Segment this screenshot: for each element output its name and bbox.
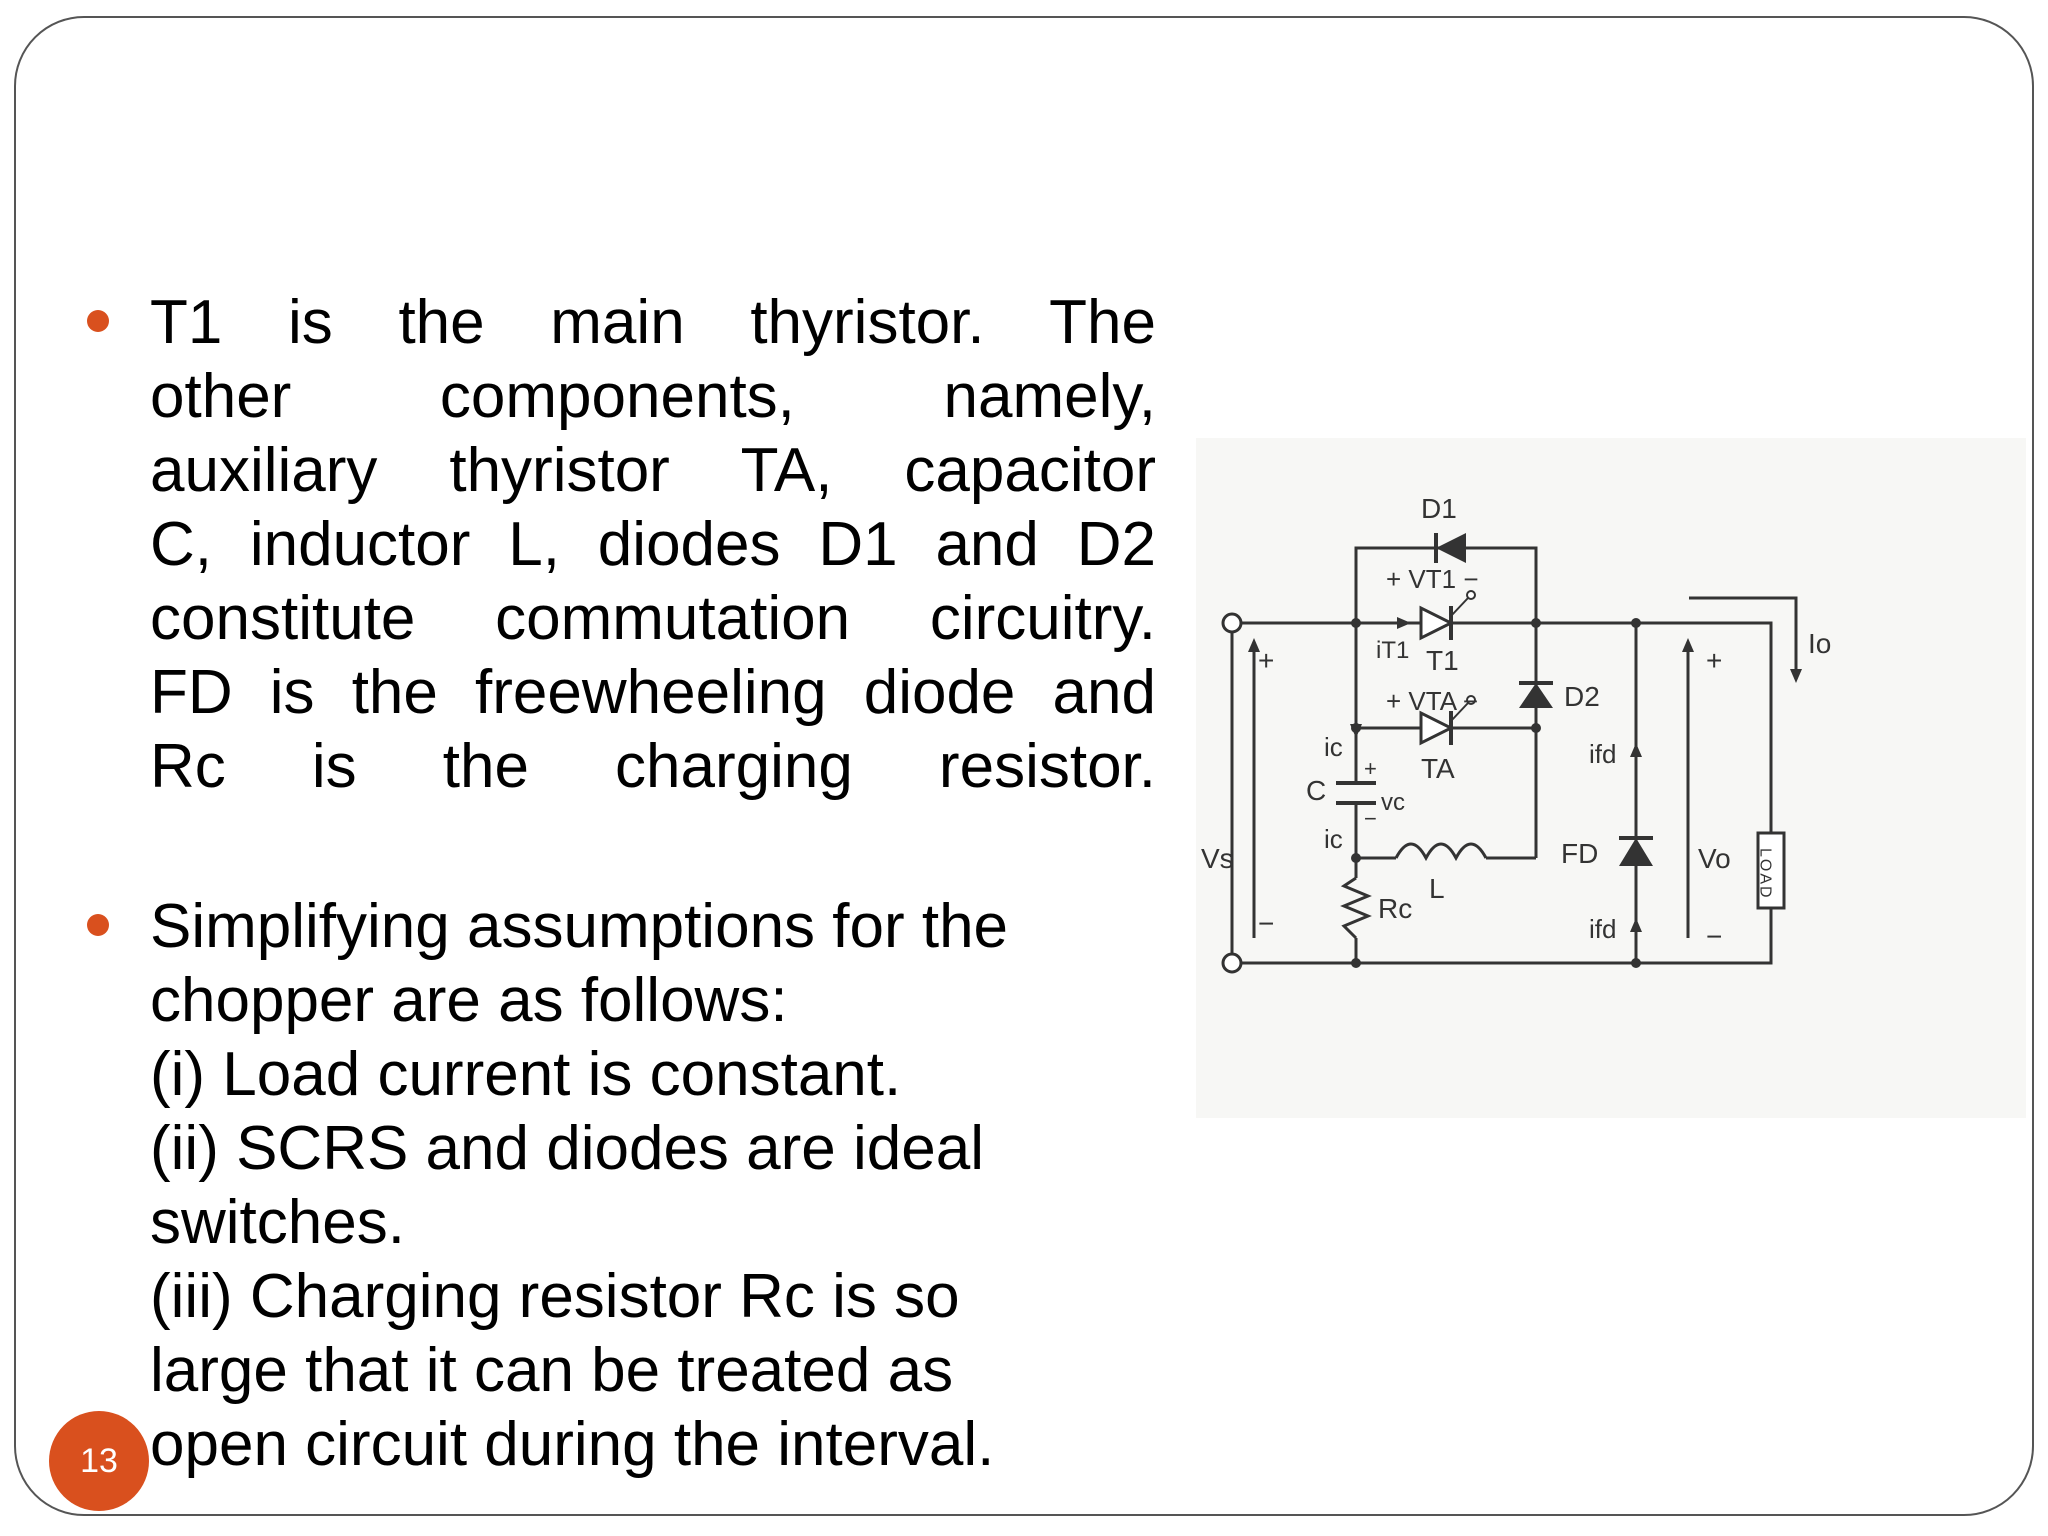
bullet-dot-icon (87, 914, 109, 936)
label-vta: + VTA − (1386, 686, 1478, 716)
diode-d2-icon (1519, 681, 1553, 708)
bullet-line: T1 is the main thyristor. The (150, 288, 1156, 357)
label-vo-minus: − (1706, 921, 1722, 952)
label-rc: Rc (1378, 893, 1412, 924)
thyristor-t1-icon (1419, 590, 1476, 641)
slide-frame: T1 is the main thyristor. The other comp… (14, 16, 2034, 1516)
bullet-list: T1 is the main thyristor. The other comp… (87, 286, 1156, 1482)
label-ifd-bottom: ifd (1589, 914, 1616, 944)
label-ic-bottom: ic (1324, 824, 1343, 854)
label-vs-plus: + (1258, 645, 1274, 676)
circuit-wires (1230, 546, 1798, 965)
bullet-line: Rc is the charging resistor. (150, 732, 1156, 801)
diode-d1-icon (1434, 533, 1466, 563)
bullet-line: chopper are as follows: (150, 966, 788, 1035)
bullet-line: C, inductor L, diodes D1 and D2 (150, 510, 1156, 579)
bullet-dot-icon (87, 310, 109, 332)
bullet-line: other components, namely, (150, 362, 1156, 431)
label-l: L (1429, 873, 1445, 904)
arrow-heads (1248, 617, 1802, 932)
capacitor-icon (1336, 781, 1376, 805)
load-box-icon (1756, 831, 1786, 910)
diode-fd-icon (1619, 836, 1653, 866)
bullet-line: large that it can be treated as (150, 1336, 954, 1405)
bullet-line: (iii) Charging resistor Rc is so (150, 1262, 960, 1331)
source-terminals (1221, 612, 1243, 974)
chopper-circuit-diagram: D1 + VT1 − iT1 T1 + VTA − TA D2 ifd FD i… (1196, 438, 2026, 1118)
label-vc: vc (1381, 789, 1405, 816)
bullet-line: constitute commutation circuitry. (150, 584, 1156, 653)
label-d2: D2 (1564, 681, 1600, 712)
label-vo-plus: + (1706, 645, 1722, 676)
label-t1: T1 (1426, 645, 1459, 676)
thyristor-ta-icon (1419, 695, 1476, 746)
bullet-item-assumptions: Simplifying assumptions for the chopper … (87, 890, 1156, 1482)
label-ta: TA (1421, 753, 1455, 784)
label-c-minus: − (1364, 806, 1377, 831)
label-c-plus: + (1364, 756, 1377, 781)
label-fd: FD (1561, 838, 1598, 869)
page-number-badge: 13 (49, 1411, 149, 1511)
bullet-line: (ii) SCRS and diodes are ideal (150, 1114, 984, 1183)
bullet-line: FD is the freewheeling diode and (150, 658, 1156, 727)
label-vo: Vo (1698, 843, 1731, 874)
label-ic-top: ic (1324, 732, 1343, 762)
bullet-line: auxiliary thyristor TA, capacitor (150, 436, 1156, 505)
bullet-line: Simplifying assumptions for the (150, 892, 1009, 961)
label-io: Io (1808, 628, 1831, 659)
label-d1: D1 (1421, 493, 1457, 524)
bullet-line: open circuit during the interval. (150, 1410, 995, 1479)
label-ifd-top: ifd (1589, 739, 1616, 769)
resistor-icon (1340, 876, 1372, 940)
bullet-line: switches. (150, 1188, 405, 1257)
label-c: C (1306, 775, 1326, 806)
diagram-background (1196, 438, 2026, 1118)
bullet-item-commutation: T1 is the main thyristor. The other comp… (87, 286, 1156, 804)
label-vs: Vs (1201, 843, 1234, 874)
label-it1: iT1 (1376, 637, 1409, 664)
label-load: LOAD (1757, 848, 1774, 900)
inductor-icon (1394, 842, 1488, 862)
label-vt1: + VT1 − (1386, 564, 1479, 594)
label-vs-minus: − (1258, 908, 1274, 939)
bullet-line: (i) Load current is constant. (150, 1040, 902, 1109)
